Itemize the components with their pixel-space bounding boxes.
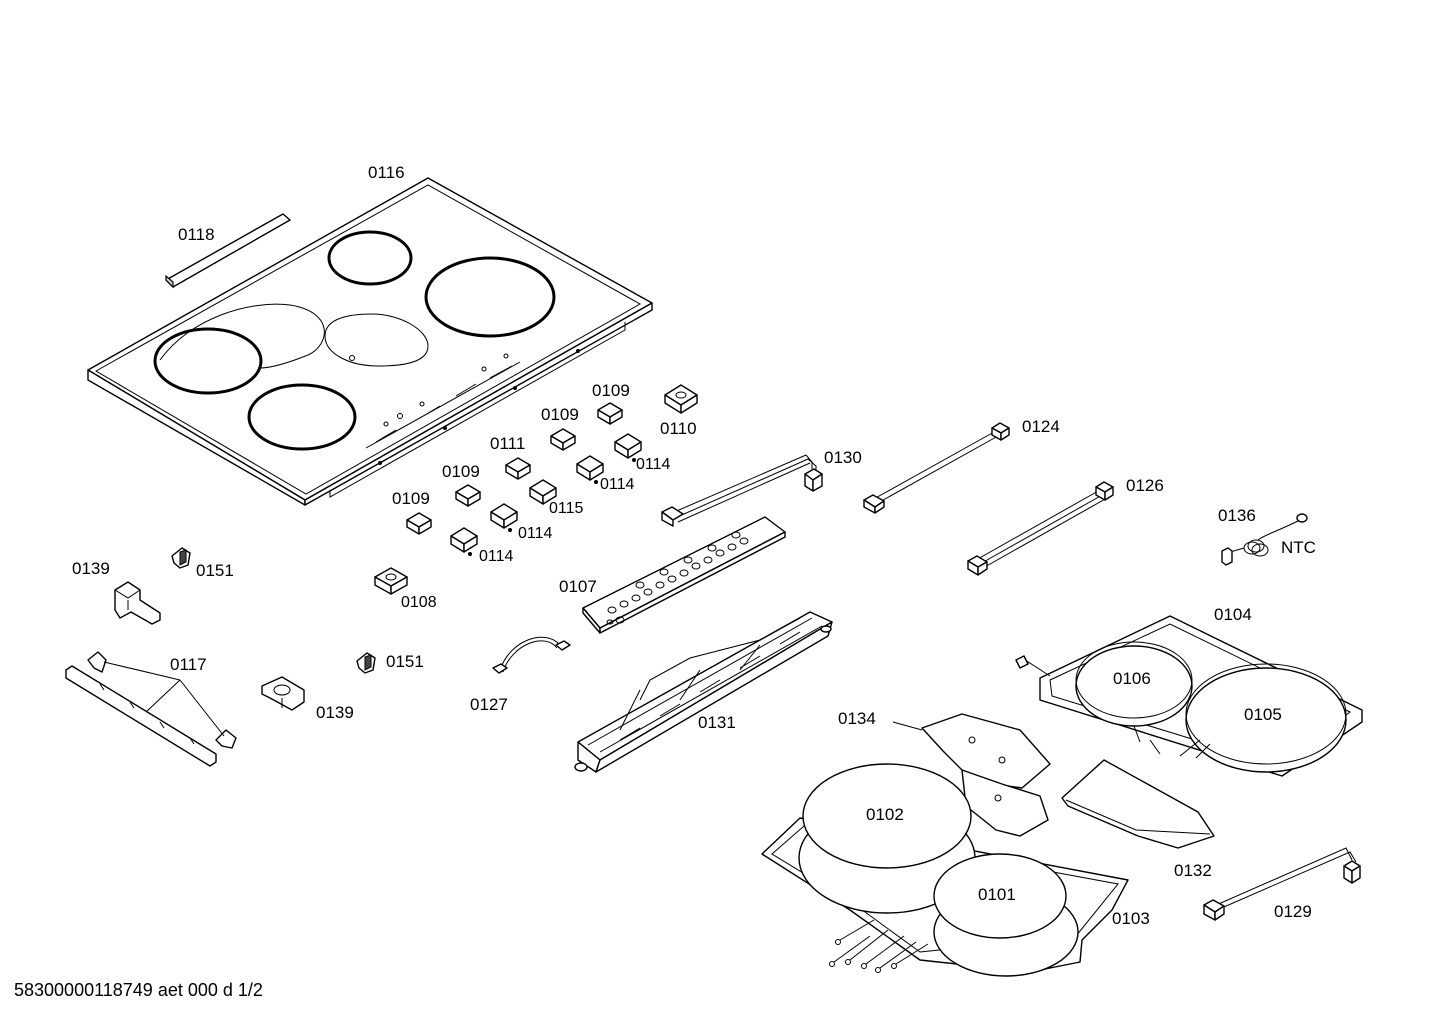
switch-0114-b <box>576 455 604 484</box>
label-0116: 0116 <box>368 163 405 182</box>
label-0118: 0118 <box>178 225 215 244</box>
bracket-0139-b <box>261 676 305 711</box>
switch-0114-a <box>614 433 642 462</box>
rail-0117 <box>65 651 237 767</box>
label-0105: 0105 <box>1244 705 1282 724</box>
label-0131: 0131 <box>698 713 736 732</box>
label-0114-a: 0114 <box>636 456 671 473</box>
switch-0114-d <box>450 527 478 556</box>
label-0107: 0107 <box>559 577 597 596</box>
label-0126: 0126 <box>1126 476 1164 495</box>
button-0108 <box>374 567 408 595</box>
label-0114-d: 0114 <box>479 548 514 565</box>
cable-0124 <box>863 422 1010 514</box>
cable-0130 <box>661 454 823 527</box>
label-0134: 0134 <box>838 709 876 728</box>
label-0130: 0130 <box>824 448 862 467</box>
label-0139-b: 0139 <box>316 703 354 722</box>
label-0114-b: 0114 <box>600 476 635 493</box>
label-0129: 0129 <box>1274 902 1312 921</box>
support-tray-0131 <box>574 611 833 773</box>
knob-0110 <box>664 384 698 414</box>
cooktop-glass-0116 <box>87 177 653 506</box>
label-0104: 0104 <box>1214 605 1252 624</box>
label-0108: 0108 <box>401 594 437 611</box>
label-0132: 0132 <box>1174 861 1212 880</box>
label-0136: 0136 <box>1218 506 1256 525</box>
cooking-zone-back-left-mark <box>327 230 413 286</box>
document-footer-code: 58300000118749 aet 000 d 1/2 <box>14 980 263 1000</box>
shield-plate-0134 <box>892 713 1051 837</box>
coil-terminals <box>829 939 897 973</box>
ntc-sensor-0136 <box>1221 513 1308 566</box>
control-pcb-0107 <box>582 516 786 634</box>
bracket-0139-a <box>114 581 161 625</box>
induction-coil-0105 <box>1185 663 1347 773</box>
cooking-zone-back-right-mark <box>424 256 556 338</box>
label-0139-a: 0139 <box>72 559 110 578</box>
label-0103: 0103 <box>1112 909 1150 928</box>
label-0106: 0106 <box>1113 669 1151 688</box>
label-0117: 0117 <box>170 655 207 674</box>
cable-0129 <box>1203 847 1361 921</box>
clip-0151-b <box>356 652 376 674</box>
button-0109-c <box>455 484 481 507</box>
cooking-zone-front-right-mark <box>247 383 357 451</box>
label-0102: 0102 <box>866 805 904 824</box>
wire-0127 <box>492 636 571 674</box>
induction-coil-0106 <box>1075 641 1193 727</box>
label-0101: 0101 <box>978 885 1016 904</box>
button-0109-d <box>406 512 432 535</box>
button-0109-a <box>597 402 623 425</box>
shield-plate-0132 <box>1061 759 1215 849</box>
induction-coil-0101 <box>933 853 1079 977</box>
label-0109-a: 0109 <box>592 381 630 400</box>
label-0111: 0111 <box>490 434 525 453</box>
cable-0126 <box>967 481 1114 576</box>
switch-0115 <box>529 479 557 505</box>
label-0124: 0124 <box>1022 417 1060 436</box>
trim-strip-0118 <box>165 213 291 289</box>
switch-0114-c <box>490 503 518 532</box>
induction-coil-0102 <box>798 763 976 914</box>
label-0151-b: 0151 <box>386 652 424 671</box>
clip-0151-a <box>171 547 191 569</box>
label-0110: 0110 <box>660 419 697 438</box>
label-ntc: NTC <box>1281 538 1316 557</box>
label-0114-c: 0114 <box>518 525 553 542</box>
cooking-zone-front-left-mark <box>153 327 263 395</box>
label-0109-b: 0109 <box>541 405 579 424</box>
label-0115: 0115 <box>549 500 584 517</box>
coil-wires-left <box>833 919 929 969</box>
button-0111 <box>505 457 531 480</box>
button-0109-b <box>550 428 576 451</box>
label-0109-d: 0109 <box>392 489 430 508</box>
label-0127: 0127 <box>470 695 508 714</box>
coil-wires-right <box>1133 725 1211 759</box>
label-0151-a: 0151 <box>196 561 234 580</box>
label-0109-c: 0109 <box>442 462 480 481</box>
